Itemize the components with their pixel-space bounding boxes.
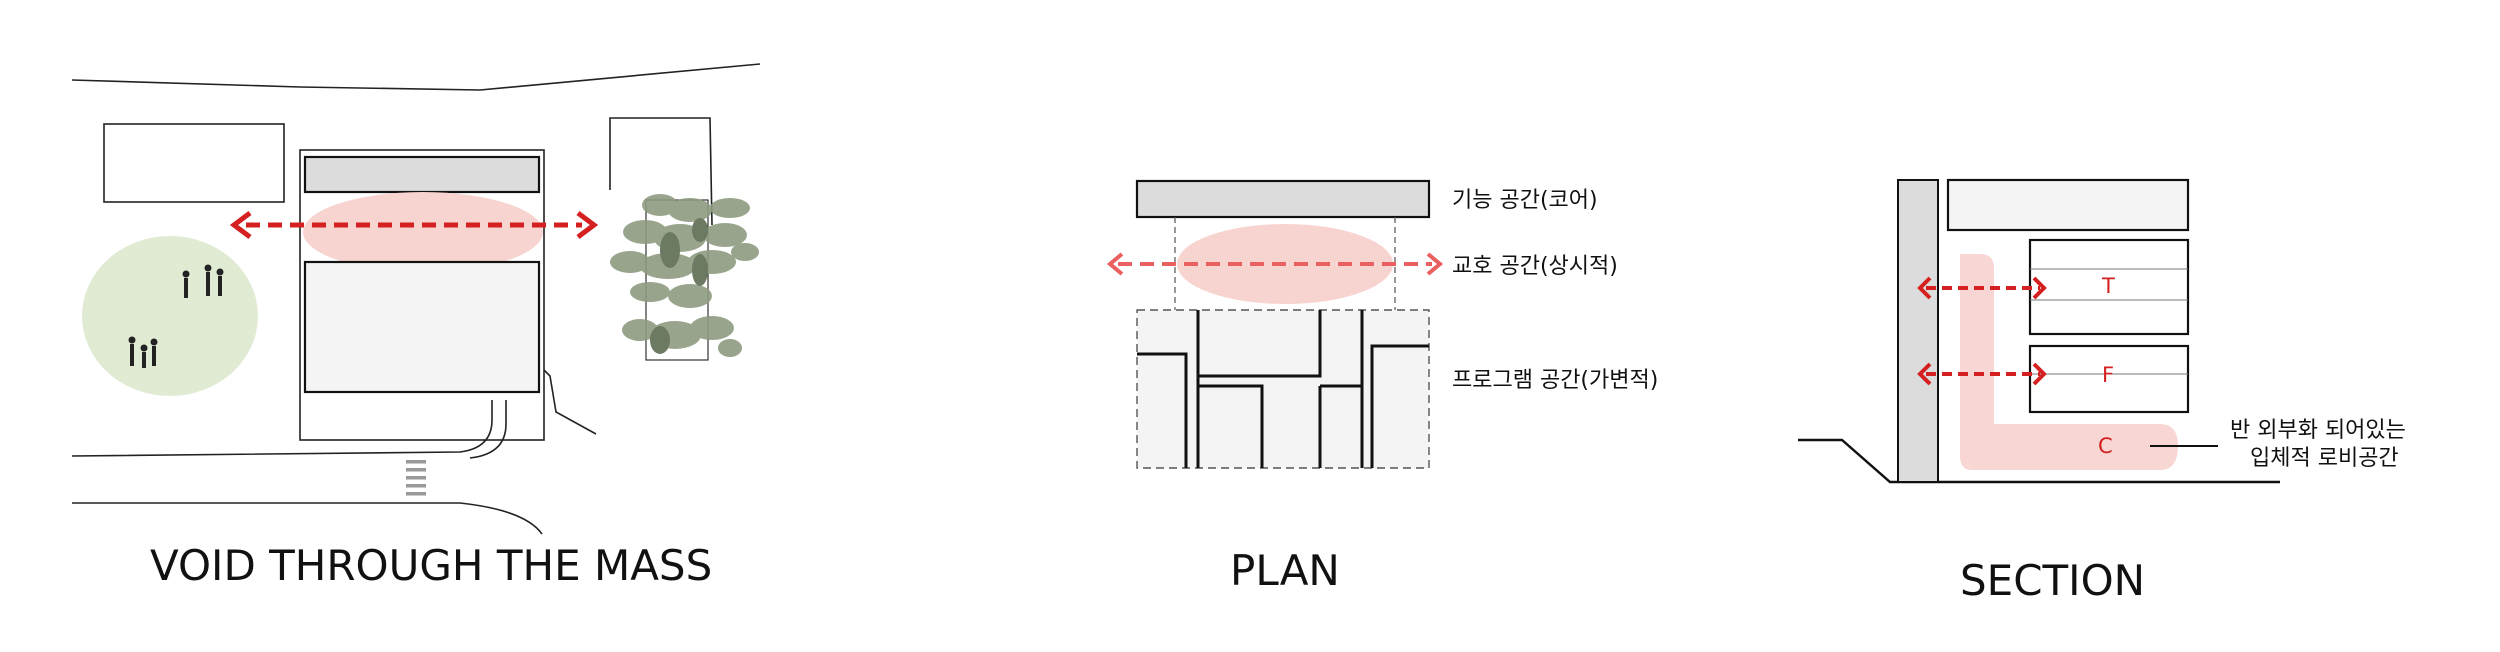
crosswalk-icon [406,460,426,496]
caption-section: SECTION [1960,556,2145,605]
section-arrow-t [1917,276,2047,300]
lobby-label-line1: 반 외부화 되어있는 [2230,418,2406,443]
section-top-slab [1946,178,2190,232]
void-through-arrow [229,211,599,239]
caption-void-through-mass: VOID THROUGH THE MASS [150,541,712,590]
void-zone [303,192,543,272]
void-through-mass-panel: VOID THROUGH THE MASS [71,63,761,590]
mass-outline [299,149,545,441]
unit-box-f [2028,344,2190,414]
label-program-space: 프로그램 공간(가변적) [1452,368,1658,393]
caption-plan: PLAN [1230,546,1340,595]
unit-label-c: C [2098,434,2113,458]
open-space-circle [82,236,258,396]
people-figures-icon [128,264,224,368]
road-lower [72,502,543,535]
right-building-outline [609,117,713,226]
unit-label-f: F [2102,363,2114,387]
program-walls [1137,310,1429,468]
program-space-zone [1136,309,1430,469]
core-block [1135,179,1431,219]
label-function-space: 기능 공간(코어) [1452,188,1598,213]
site-top-line [71,63,761,91]
mass-side-step [543,369,597,435]
left-building-outline [103,123,285,203]
section-core-wall [1897,179,1939,483]
section-arrow-f [1917,362,2047,386]
lower-mass-block [303,260,541,394]
lobby-volume [1960,254,2178,470]
exchange-arrow [1106,252,1444,276]
tree-cluster-icon [610,194,759,361]
upper-bar-block [303,155,541,194]
plan-panel: 기능 공간(코어) 교호 공간(상시적) 프로그램 공간(가변적) PLAN [1106,179,1658,595]
ground-line [1798,438,2280,484]
unit-label-t: T [2101,274,2115,298]
driveway-curve [71,400,493,457]
lobby-label-line2: 입체적 로비공간 [2250,446,2399,471]
driveway-inner [469,400,507,459]
section-panel: T F C 반 외부화 되어있는 입체적 로비공간 SECTION [1798,178,2406,605]
label-exchange-space: 교호 공간(상시적) [1452,254,1618,279]
